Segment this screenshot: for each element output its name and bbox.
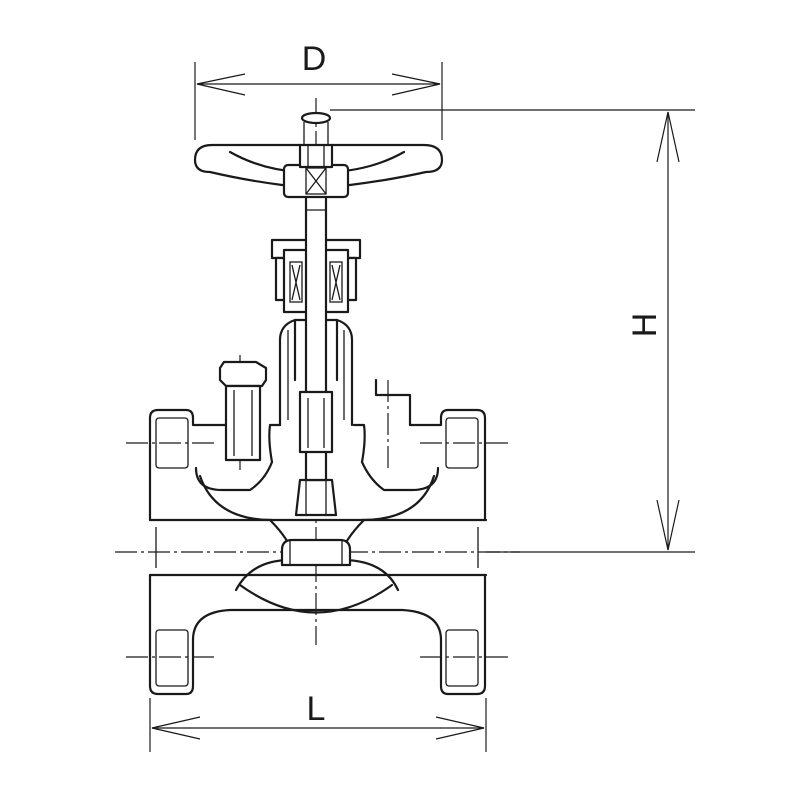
handwheel	[193, 111, 444, 199]
valve-stem	[298, 178, 334, 482]
dimension-h-label: H	[626, 313, 664, 338]
valve-body	[148, 378, 488, 696]
dimension-l-label: L	[307, 690, 326, 728]
dimension-d-label: D	[302, 40, 327, 78]
dimension-l: L	[149, 690, 487, 752]
dimension-d: D	[194, 40, 443, 140]
dimension-h: H	[330, 109, 695, 553]
bonnet-bolt	[218, 360, 268, 462]
